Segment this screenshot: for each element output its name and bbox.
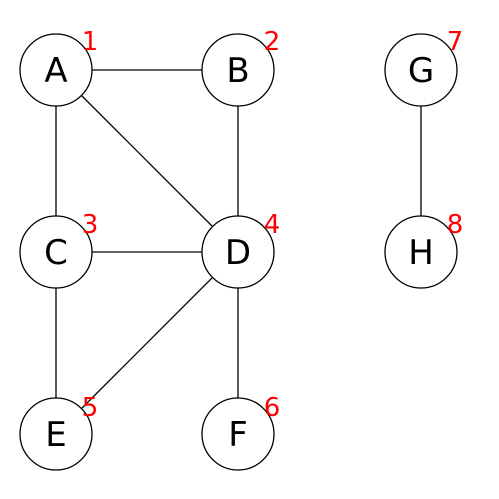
edge-d-e <box>55 251 239 435</box>
node-label: F <box>228 415 248 455</box>
node-order-label: 5 <box>82 393 99 423</box>
node-f: F6 <box>201 393 281 471</box>
node-d: D4 <box>201 210 281 289</box>
node-circle <box>19 33 93 107</box>
node-c: C3 <box>19 210 99 289</box>
node-label: B <box>226 51 249 91</box>
node-order-label: 6 <box>264 393 281 423</box>
node-circle <box>19 215 93 289</box>
node-circle <box>384 33 458 107</box>
node-circle <box>201 33 275 107</box>
node-label: C <box>44 233 68 273</box>
node-circle <box>19 397 93 471</box>
edge-a-d <box>55 69 239 253</box>
node-h: H8 <box>384 210 464 289</box>
node-a: A1 <box>19 27 99 107</box>
node-label: G <box>408 51 434 91</box>
node-label: E <box>45 415 66 455</box>
node-order-label: 7 <box>447 27 464 57</box>
node-e: E5 <box>19 393 99 471</box>
node-label: H <box>408 233 434 273</box>
node-circle <box>384 215 458 289</box>
node-order-label: 1 <box>82 27 99 57</box>
node-order-label: 8 <box>447 210 464 240</box>
node-label: A <box>44 51 67 91</box>
node-b: B2 <box>201 27 281 107</box>
node-g: G7 <box>384 27 464 107</box>
node-order-label: 4 <box>264 210 281 240</box>
node-circle <box>201 215 275 289</box>
node-order-label: 2 <box>264 27 281 57</box>
node-label: D <box>225 233 251 273</box>
node-circle <box>201 397 275 471</box>
node-order-label: 3 <box>82 210 99 240</box>
